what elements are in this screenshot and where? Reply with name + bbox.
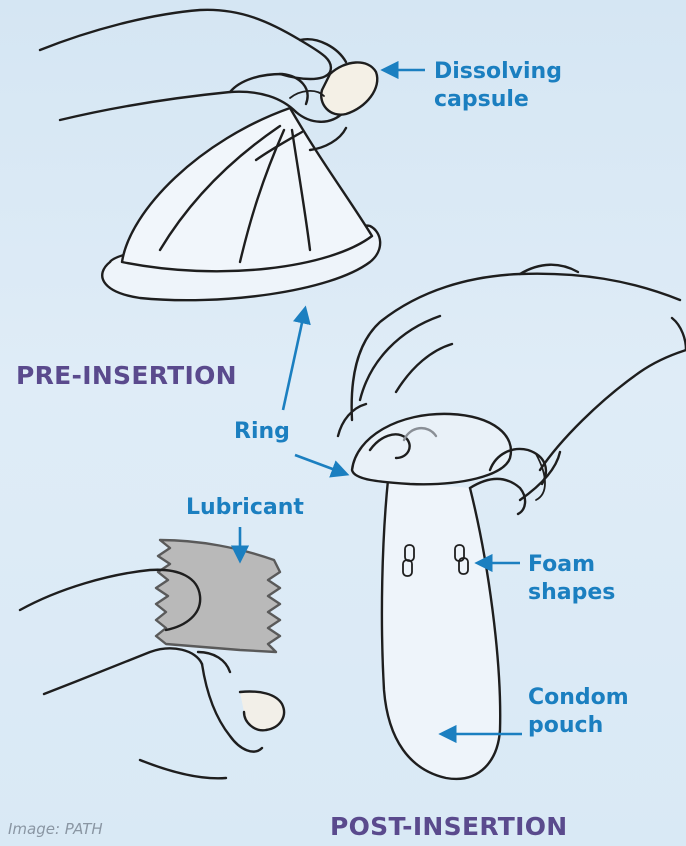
label-dissolving-capsule-line-2: capsule [434,86,562,114]
label-dissolving-capsule-line-1: Dissolving [434,58,562,86]
pre-insertion-condom-drawing [40,10,380,300]
section-title-pre-insertion: PRE-INSERTION [16,361,237,390]
lubricant-sachet-drawing [20,540,284,778]
label-ring: Ring [234,418,290,446]
label-foam-shapes: Foam shapes [528,551,615,606]
label-foam-shapes-line-2: shapes [528,579,615,607]
section-title-post-insertion: POST-INSERTION [330,812,568,841]
label-foam-shapes-line-1: Foam [528,551,615,579]
image-credit: Image: PATH [8,820,103,838]
label-condom-pouch-line-2: pouch [528,712,629,740]
label-condom-pouch-line-1: Condom [528,684,629,712]
arrow-ring-post [295,455,346,474]
label-lubricant: Lubricant [186,494,304,522]
post-insertion-condom-drawing [338,265,686,779]
label-condom-pouch: Condom pouch [528,684,629,739]
label-dissolving-capsule: Dissolving capsule [434,58,562,113]
arrow-ring-pre [283,309,305,410]
